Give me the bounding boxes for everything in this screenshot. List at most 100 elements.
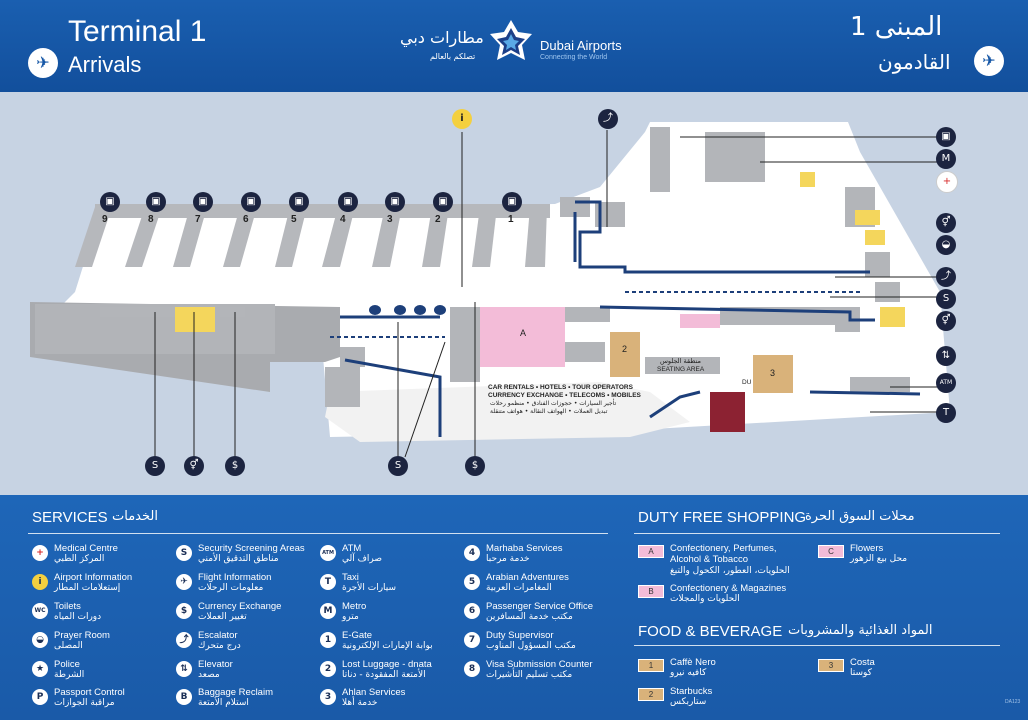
gate-number: 4: [340, 214, 346, 225]
gate-number: 3: [387, 214, 393, 225]
number-6-icon: 6: [464, 603, 480, 619]
food-swatch-2: 2: [638, 688, 664, 701]
atm-icon: ATM: [936, 373, 956, 393]
legend-label-arabic: مكتب المسؤول المناوب: [486, 641, 576, 651]
legend-label: E-Gate: [342, 630, 373, 641]
legend-label-arabic: ستاربكس: [670, 697, 707, 707]
logo-english: Dubai Airports: [540, 38, 622, 53]
escalator-icon: ⤴: [598, 109, 618, 129]
legend-label-arabic: الأمتعة المفقودة - دناتا: [342, 670, 426, 680]
legend-label-arabic: مكتب خدمة المسافرين: [486, 612, 573, 622]
legend-label: Currency Exchange: [198, 601, 282, 612]
legend-label-arabic: مراقبة الجوازات: [54, 698, 115, 708]
elevator-icon: ⇅: [936, 346, 956, 366]
legend-label: Ahlan Services: [342, 687, 406, 698]
currency-exchange-icon: $: [176, 603, 192, 619]
logo-english-tagline: Connecting the World: [540, 54, 608, 61]
food-item-1: 1 Caffè Nero كافيه نيرو: [638, 657, 808, 685]
legend-label-arabic: استلام الأمتعة: [198, 698, 249, 708]
legend-label: Baggage Reclaim: [198, 687, 273, 698]
food-area-2-label: 2: [622, 344, 628, 354]
prayer-room-icon: ◒: [936, 235, 956, 255]
legend-label: Lost Luggage - dnata: [342, 659, 432, 670]
legend-label-arabic: محل بيع الزهور: [850, 554, 908, 564]
duty-free-heading-arabic: محلات السوق الحرة: [805, 509, 915, 524]
baggage-reclaim-icon: ▣: [338, 192, 358, 212]
legend-label: Security Screening Areas: [198, 543, 305, 554]
legend-label: Passport Control: [54, 687, 125, 698]
legend-label: Flowers: [850, 543, 884, 554]
legend-label: Passenger Service Office: [486, 601, 594, 612]
gate-number: 1: [508, 214, 514, 225]
food-beverage-heading: FOOD & BEVERAGE: [638, 623, 783, 640]
services-label-ar-2: تبديل العملات • الهواتف النقالة • هواتف …: [490, 408, 608, 415]
security-screening-icon: S: [388, 456, 408, 476]
legend-label: Starbucks: [670, 686, 713, 697]
services-label-ar-1: تأجير السيارات • حجوزات الفنادق • منظمو …: [490, 400, 617, 407]
baggage-reclaim-icon: ▣: [936, 127, 956, 147]
legend-label-arabic: المغامرات العربية: [486, 583, 552, 593]
legend-label-arabic: سيارات الأجرة: [342, 583, 397, 593]
security-screening-icon: S: [936, 289, 956, 309]
terminal-map: 9 8 7 6 5 4 3 2 1 ▣ ▣ ▣ ▣ ▣ ▣ ▣ ▣ ▣ i ⤴ …: [0, 92, 1028, 495]
food-item-2: 2 Starbucks ستاربكس: [638, 686, 808, 714]
atm-icon: ATM: [320, 545, 336, 561]
metro-icon: M: [320, 603, 336, 619]
toilets-icon: WC: [32, 603, 48, 619]
seating-area-label: SEATING AREA: [657, 366, 705, 373]
seating-area-arabic-label: منطقة الجلوس: [660, 357, 702, 365]
arrivals-subtitle-arabic: القادمون: [878, 50, 951, 74]
logo-arabic: مطارات دبي: [400, 28, 484, 47]
legend-label-arabic: كوستا: [850, 668, 872, 678]
legend-label-arabic: مناطق التدقيق الأمني: [198, 554, 279, 564]
airport-information-icon: i: [452, 109, 472, 129]
legend-label: ATM: [342, 543, 362, 554]
dubai-airports-logo: مطارات دبي تصلكم بالعالم Dubai Airports …: [400, 18, 640, 70]
services-heading-arabic: الخدمات: [112, 509, 158, 524]
legend-label-arabic: الحلويات والمجلات: [670, 594, 740, 604]
number-7-icon: 7: [464, 632, 480, 648]
legend-label: Costa: [850, 657, 875, 668]
arrival-plane-icon-right: ✈: [974, 46, 1004, 76]
food-swatch-1: 1: [638, 659, 664, 672]
duty-free-item-c: C Flowers محل بيع الزهور: [818, 543, 958, 571]
number-5-icon: 5: [464, 574, 480, 590]
legend-label: Prayer Room: [54, 630, 110, 641]
legend-label: Flight Information: [198, 572, 272, 583]
duty-free-item-b: B Confectionery & Magazines الحلويات وال…: [638, 583, 808, 611]
legend-label-arabic: المصلى: [54, 641, 83, 651]
duty-free-swatch-a: A: [638, 545, 664, 558]
gate-number: 7: [195, 214, 201, 225]
legend-label-arabic: المركز الطبي: [54, 554, 105, 564]
passport-control-icon: P: [32, 689, 48, 705]
metro-icon: M: [936, 149, 956, 169]
legend-label-arabic: كافيه نيرو: [670, 668, 707, 678]
baggage-reclaim-icon: ▣: [146, 192, 166, 212]
legend-label: Airport Information: [54, 572, 133, 583]
medical-centre-icon: +: [936, 171, 958, 193]
gate-number: 9: [102, 214, 108, 225]
baggage-reclaim-icon: ▣: [502, 192, 522, 212]
baggage-reclaim-icon: ▣: [241, 192, 261, 212]
duty-free-swatch-c: C: [818, 545, 844, 558]
services-label-en-2: CURRENCY EXCHANGE • TELECOMS • MOBILES: [488, 392, 641, 399]
prayer-room-icon: ◒: [32, 632, 48, 648]
legend-label-arabic: بوابة الإمارات الإلكترونية: [342, 641, 433, 651]
currency-exchange-icon: $: [225, 456, 245, 476]
number-8-icon: 8: [464, 661, 480, 677]
duty-free-swatch-b: B: [638, 585, 664, 598]
gate-number: 2: [435, 214, 441, 225]
baggage-reclaim-icon: ▣: [289, 192, 309, 212]
duty-free-divider: [634, 533, 1000, 534]
